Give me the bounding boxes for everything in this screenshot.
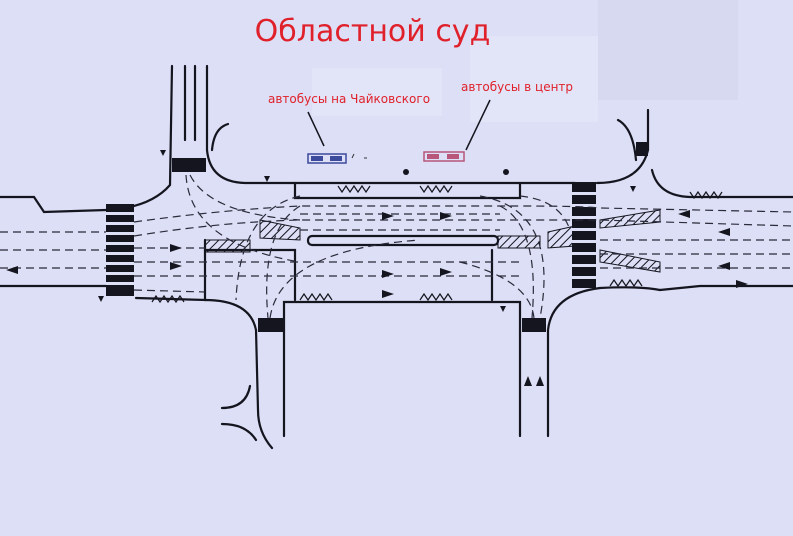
- map-title: Областной суд: [254, 14, 491, 49]
- south-street-left-outer: [203, 298, 274, 450]
- bus-stop-center: [423, 151, 465, 162]
- give-way-markings: [151, 184, 723, 304]
- central-island: [306, 234, 500, 247]
- lane-lines: [0, 174, 793, 319]
- pointer-chaykovskogo: [307, 111, 325, 147]
- north-street-curb-small: [210, 122, 230, 152]
- south-curb-left: [220, 384, 252, 410]
- paper-patch-top-right: [598, 0, 738, 100]
- south-curb-left-b: [220, 422, 258, 442]
- bus-stop-chaykovskogo: [307, 153, 367, 164]
- south-street-left-inner: [282, 300, 522, 332]
- lane-arrows: [6, 210, 748, 386]
- main-road-bottom-edge-right: [658, 284, 793, 292]
- main-road-top-edge-left: [0, 64, 174, 214]
- pointer-center: [465, 99, 491, 151]
- south-east-corner: [546, 286, 662, 332]
- north-street-edge-right: [205, 64, 577, 185]
- main-road-top-edge-right: [650, 168, 793, 199]
- north-east-curb: [616, 118, 638, 162]
- paper-patch-right: [470, 36, 598, 122]
- paper-patch-left: [312, 68, 442, 116]
- road-signs: [98, 150, 636, 312]
- inner-block-top: [293, 181, 522, 200]
- pedestrian-crossings: [106, 142, 648, 332]
- inner-block-left: [203, 248, 297, 302]
- stop-label-chaykovskogo: автобусы на Чайковского: [268, 92, 431, 106]
- hatched-zones: [204, 209, 661, 273]
- stop-label-center: автобусы в центр: [461, 80, 574, 94]
